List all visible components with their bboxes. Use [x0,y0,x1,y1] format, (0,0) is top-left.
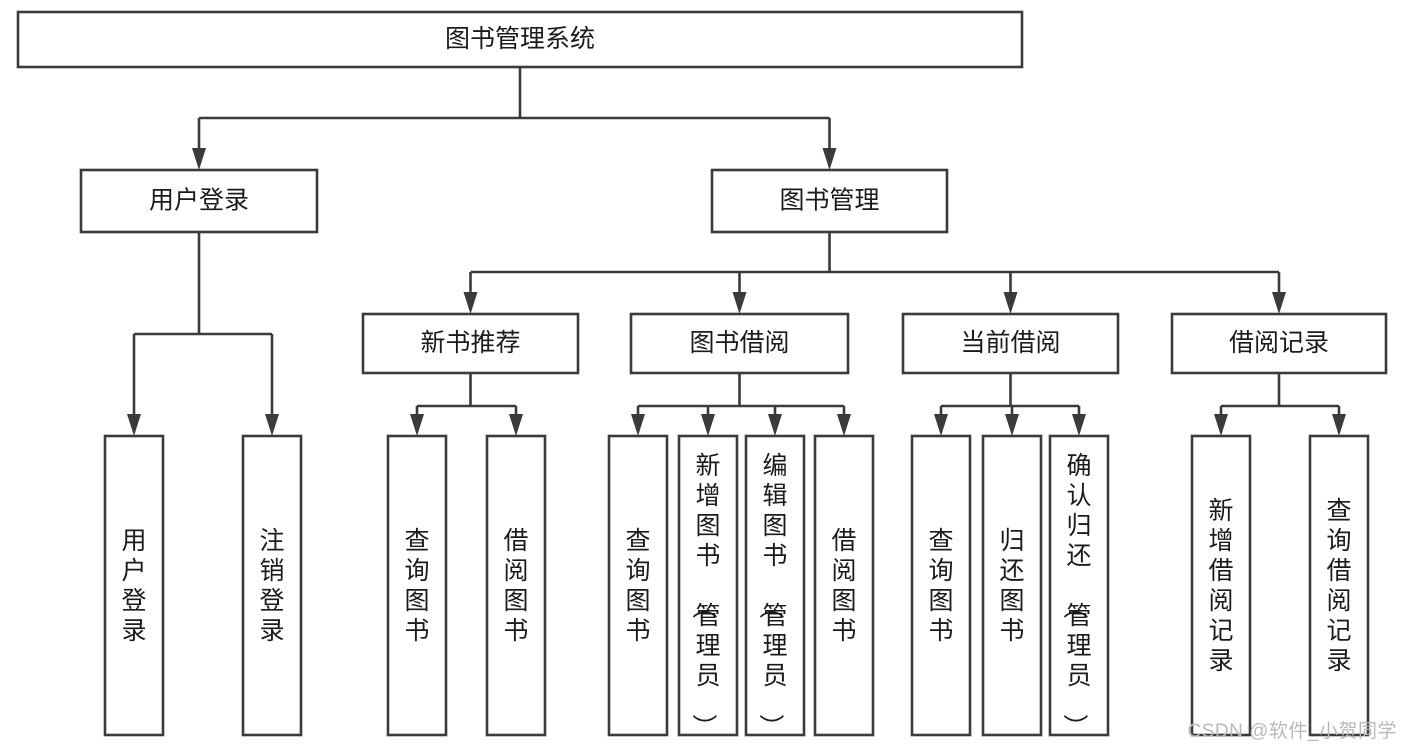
node-box [710,168,949,234]
arrow-head-icon [701,414,715,436]
node-borrow-record[interactable]: 借阅记录 [1170,312,1388,375]
arrow-head-icon [410,414,424,436]
arrow-head-icon [934,414,948,436]
node-box [485,434,547,737]
node-leaf-add-book-admin[interactable]: 新增图书（管理员） [677,434,739,739]
node-leaf-query-book-1[interactable]: 查询图书 [386,434,448,737]
node-label: 用户登录 [149,187,249,215]
node-box [677,434,739,737]
arrow-head-icon [1003,292,1018,314]
arrow-head-icon [768,414,782,436]
node-new-book-rec[interactable]: 新书推荐 [361,312,580,375]
node-box [813,434,875,737]
node-box [744,434,806,737]
node-current-borrow[interactable]: 当前借阅 [901,312,1120,375]
node-box [901,312,1120,375]
arrow-head-icon [192,148,206,170]
node-label: 图书借阅 [689,329,789,357]
arrow-head-icon [1272,292,1286,314]
node-label: 编辑图书（管理员） [756,452,787,739]
node-leaf-user-login[interactable]: 用户登录 [103,434,165,737]
node-label: 确认归还（管理员） [1060,452,1091,739]
node-box [1190,434,1252,737]
node-leaf-borrow-book-1[interactable]: 借阅图书 [485,434,547,737]
arrow-head-icon [822,148,837,170]
node-box [103,434,165,737]
node-label: 查询图书 [625,527,650,645]
node-label: 借阅图书 [503,527,528,645]
connector-layer [127,67,1346,436]
arrow-head-icon [1214,414,1228,436]
node-leaf-return-book[interactable]: 归还图书 [981,434,1043,737]
node-box [241,434,303,737]
node-label: 注销登录 [259,527,284,645]
node-box [386,434,448,737]
arrow-head-icon [837,414,851,436]
node-box [79,168,319,234]
node-leaf-query-borrow-record[interactable]: 查询借阅记录 [1308,434,1370,737]
node-book-manage[interactable]: 图书管理 [710,168,949,234]
node-box [629,312,850,375]
node-box [981,434,1043,737]
node-label: 新增借阅记录 [1208,497,1233,675]
arrow-head-icon [1005,414,1019,436]
node-box [361,312,580,375]
node-leaf-query-book-3[interactable]: 查询图书 [910,434,972,737]
node-leaf-confirm-return-admin[interactable]: 确认归还（管理员） [1048,434,1110,739]
arrow-head-icon [1072,414,1086,436]
node-user-login[interactable]: 用户登录 [79,168,319,234]
node-label: 查询图书 [404,527,429,645]
node-leaf-query-book-2[interactable]: 查询图书 [607,434,669,737]
node-box [16,10,1024,69]
node-label: 新增图书（管理员） [689,452,720,739]
arrow-head-icon [127,414,141,436]
arrow-head-icon [463,292,478,314]
arrow-head-icon [265,414,279,436]
node-leaf-user-logout[interactable]: 注销登录 [241,434,303,737]
node-label: 借阅记录 [1229,329,1329,357]
node-box [1308,434,1370,737]
node-box [1048,434,1110,737]
arrow-head-icon [732,292,747,314]
node-box [1170,312,1388,375]
node-leaf-edit-book-admin[interactable]: 编辑图书（管理员） [744,434,806,739]
node-label: 归还图书 [999,527,1024,645]
arrow-head-icon [509,414,523,436]
node-label: 图书管理 [779,187,879,215]
node-book-borrow[interactable]: 图书借阅 [629,312,850,375]
arrow-head-icon [631,414,645,436]
node-root[interactable]: 图书管理系统 [16,10,1024,69]
node-label: 借阅图书 [831,527,856,645]
node-box [910,434,972,737]
node-label: 查询图书 [928,527,953,645]
node-label: 新书推荐 [420,329,520,357]
arrow-head-icon [1332,414,1346,436]
node-label: 图书管理系统 [445,25,595,53]
node-layer: 图书管理系统用户登录图书管理新书推荐图书借阅当前借阅借阅记录用户登录注销登录查询… [16,10,1388,739]
node-box [607,434,669,737]
node-label: 当前借阅 [960,329,1060,357]
node-label: 查询借阅记录 [1326,497,1351,675]
node-label: 用户登录 [121,527,146,645]
node-leaf-borrow-book-2[interactable]: 借阅图书 [813,434,875,737]
node-leaf-add-borrow-record[interactable]: 新增借阅记录 [1190,434,1252,737]
